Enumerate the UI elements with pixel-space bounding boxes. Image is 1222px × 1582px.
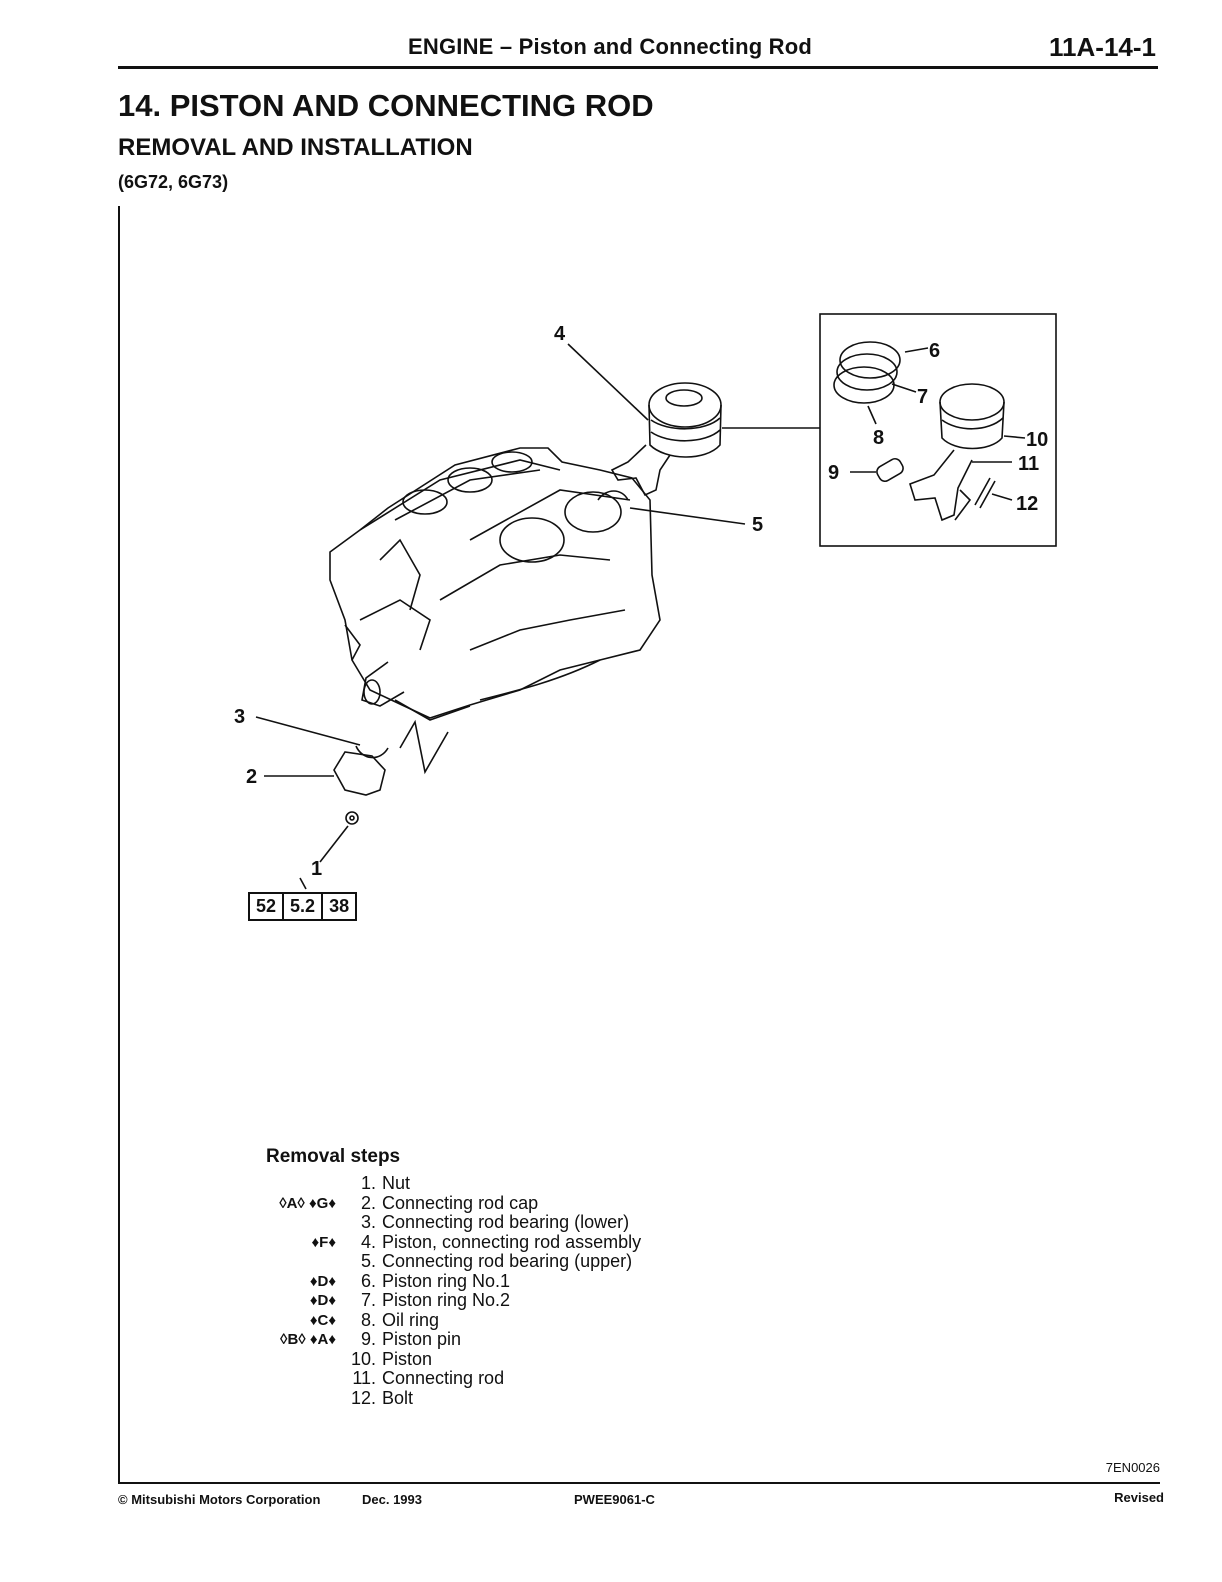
callout-11: 11 [1018, 453, 1039, 475]
list-item: ♦D♦7.Piston ring No.2 [309, 1290, 511, 1310]
header-rule [118, 66, 1158, 69]
callout-5: 5 [752, 514, 763, 536]
inset-detail-box [819, 313, 1057, 547]
list-item: ◊B◊ ♦A♦9.Piston pin [280, 1329, 462, 1349]
callout-1: 1 [311, 858, 322, 880]
list-item: ♦D♦6.Piston ring No.1 [309, 1270, 511, 1291]
removal-steps-heading: Removal steps [266, 1146, 401, 1167]
callout-9: 9 [828, 462, 839, 484]
footer-copyright: © Mitsubishi Motors Corporation [118, 1492, 321, 1507]
section-title: ENGINE – Piston and Connecting Rod [408, 34, 813, 59]
torque-kgm: 5.2 [284, 894, 324, 919]
callout-2: 2 [246, 766, 257, 788]
page-subtitle: REMOVAL AND INSTALLATION [118, 134, 473, 161]
callout-4: 4 [554, 323, 566, 345]
callout-labels: 4 5 3 2 1 6 7 8 9 10 11 12 [234, 323, 1048, 880]
left-margin-rule [118, 206, 120, 1482]
footer-date: Dec. 1993 [362, 1492, 422, 1507]
callout-3: 3 [234, 706, 245, 728]
torque-nm: 52 [250, 894, 285, 919]
bearing-upper-drawing [597, 490, 629, 501]
figure-code: 7EN0026 [1105, 1460, 1160, 1475]
rod-cap-drawing [333, 751, 386, 796]
footer-publication-code: PWEE9061-C [574, 1492, 655, 1507]
list-item: 12.Bolt [350, 1387, 414, 1408]
list-item: 11.Connecting rod [352, 1368, 505, 1388]
tightening-torque-box: 52 5.2 38 [248, 892, 358, 921]
list-item: ◊A◊ ♦G♦2.Connecting rod cap [279, 1192, 539, 1213]
callout-6: 6 [929, 340, 940, 362]
callout-12: 12 [1016, 493, 1038, 515]
piston-rod-assembly-drawing [610, 382, 722, 497]
removal-steps-list: 1.Nut ◊A◊ ♦G♦2.Connecting rod cap 3.Conn… [256, 1173, 642, 1408]
callout-8: 8 [873, 427, 884, 449]
page-header: ENGINE – Piston and Connecting Rod 11A-1… [118, 32, 1158, 66]
bearing-lower-drawing [355, 745, 389, 759]
list-item: 10.Piston [350, 1348, 433, 1369]
page-title: 14. PISTON AND CONNECTING ROD [118, 88, 654, 123]
engine-models: (6G72, 6G73) [118, 172, 229, 192]
list-item: ♦F♦4.Piston, connecting rod assembly [311, 1231, 642, 1252]
callout-7: 7 [917, 386, 928, 408]
list-item: 5.Connecting rod bearing (upper) [360, 1251, 633, 1271]
list-item: ♦C♦8.Oil ring [309, 1309, 440, 1330]
list-item: 1.Nut [360, 1173, 411, 1193]
page-number: 11A-14-1 [1049, 32, 1156, 62]
list-item: 3.Connecting rod bearing (lower) [360, 1212, 630, 1232]
callout-10: 10 [1026, 429, 1048, 451]
torque-ftlbs: 38 [329, 896, 350, 916]
nut-drawing [345, 811, 359, 825]
engine-block-drawing [329, 447, 661, 721]
footer-status: Revised [1114, 1490, 1164, 1505]
footer-rule [118, 1482, 1160, 1484]
